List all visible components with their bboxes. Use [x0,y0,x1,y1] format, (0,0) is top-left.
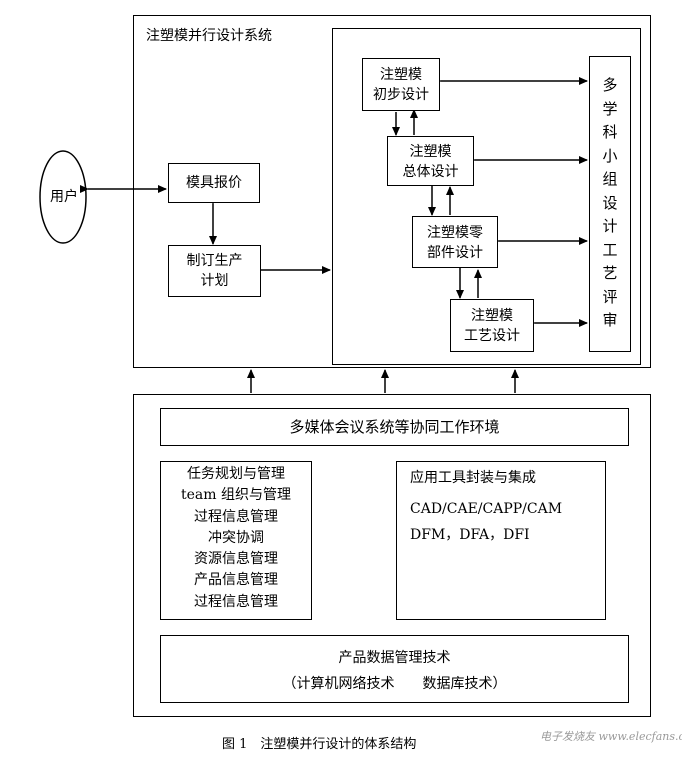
review-box [589,56,631,352]
tools-title: 应用工具封装与集成 [410,470,536,486]
management-item: team 组织与管理 [181,487,291,504]
review-char: 学 [602,99,618,118]
pdm-subtitle: （计算机网络技术 数据库技术） [282,676,507,692]
parts-design-box: 注塑模零 部件设计 [412,216,498,268]
management-item: 任务规划与管理 [187,466,285,482]
multimedia-env-box: 多媒体会议系统等协同工作环境 [160,408,629,446]
plan-box: 制订生产 计划 [168,245,261,297]
review-char: 工 [602,240,618,259]
review-char: 计 [602,217,618,235]
user-node [39,150,87,244]
tools-line1: CAD/CAE/CAPP/CAM [410,501,563,517]
system-title: 注塑模并行设计系统 [146,28,272,44]
review-char: 小 [602,146,618,165]
pdm-box [160,635,629,703]
review-char: 组 [602,170,618,188]
review-char: 评 [602,287,618,306]
quote-box: 模具报价 [168,163,260,203]
management-item: 产品信息管理 [194,572,278,589]
review-char: 艺 [602,264,618,282]
review-char: 科 [602,123,618,141]
process-design-box: 注塑模 工艺设计 [450,299,534,352]
management-item: 资源信息管理 [194,551,278,568]
review-char: 设 [602,193,618,212]
watermark-text: 电子发烧友 www.elecfans.com [540,730,682,743]
review-char: 多 [602,76,618,94]
review-char: 审 [602,311,618,329]
figure-caption: 图 1 注塑模并行设计的体系结构 [222,737,417,752]
tools-box [396,461,606,620]
tools-line2: DFM，DFA，DFI [410,527,530,543]
overall-design-box: 注塑模 总体设计 [387,136,474,186]
management-list: 任务规划与管理 team 组织与管理过程信息管理冲突协调资源信息管理产品信息管理过… [160,464,312,613]
management-box [160,461,312,620]
pdm-title: 产品数据管理技术 [338,650,451,666]
management-item: 冲突协调 [208,529,264,546]
management-item: 过程信息管理 [194,508,278,525]
initial-design-box: 注塑模 初步设计 [362,58,440,111]
user-label: 用户 [50,189,78,205]
review-text: 多学科小组设计工艺评审 [589,74,631,333]
management-item: 过程信息管理 [194,593,278,610]
